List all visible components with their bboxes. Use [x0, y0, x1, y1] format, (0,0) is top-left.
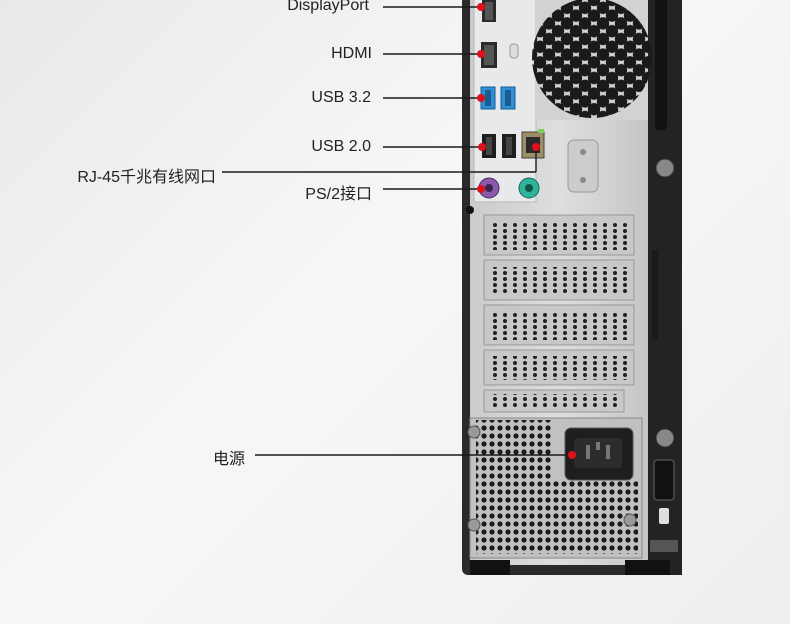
- marker-usb32: [477, 94, 485, 102]
- marker-hdmi: [477, 50, 485, 58]
- label-displayport: DisplayPort: [287, 0, 369, 14]
- marker-displayport: [477, 3, 485, 11]
- marker-usb20: [478, 143, 486, 151]
- marker-power: [568, 451, 576, 459]
- label-power: 电源: [212, 451, 245, 468]
- label-rj45: RJ-45千兆有线网口: [77, 169, 216, 186]
- marker-ps2: [477, 185, 485, 193]
- label-usb20: USB 2.0: [311, 138, 371, 155]
- label-hdmi: HDMI: [331, 45, 372, 62]
- marker-rj45: [532, 143, 540, 151]
- label-usb32: USB 3.2: [311, 89, 371, 106]
- label-ps2: PS/2接口: [305, 186, 372, 203]
- expansion-slots: [483, 214, 635, 413]
- callout-markers: [477, 3, 576, 459]
- callout-lines: [222, 6, 572, 456]
